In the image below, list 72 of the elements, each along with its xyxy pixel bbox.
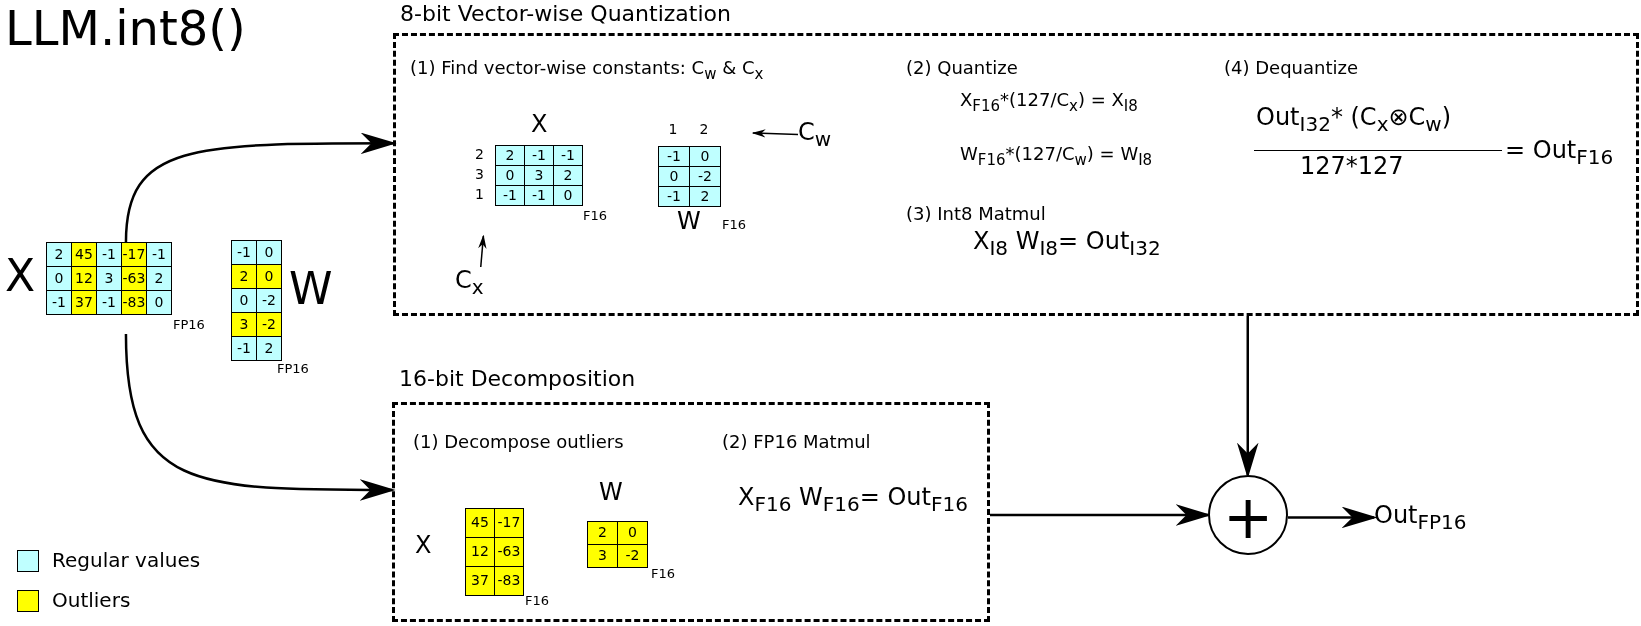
symbol-label: C$_{w}$ xyxy=(798,119,832,150)
step-heading: (1) Decompose outliers xyxy=(413,432,624,452)
matrix-value: 12 xyxy=(465,537,495,567)
matrix-value: -1 xyxy=(524,145,554,166)
type-label: FP16 xyxy=(173,318,205,333)
matrix-value: 0 xyxy=(617,521,648,545)
matrix-value: -1 xyxy=(231,240,257,265)
formula: X$_{I8}$ W$_{I8}$= Out$_{I32}$ xyxy=(973,228,1161,259)
matrix-value: -1 xyxy=(146,242,172,267)
formula: X$_{F16}$*(127/C$_{x}$) = X$_{I8}$ xyxy=(960,90,1138,115)
matrix-value: 2 xyxy=(46,242,72,267)
type-label: F16 xyxy=(525,594,550,609)
matrix-value: 3 xyxy=(231,312,257,337)
column-label: 2 xyxy=(699,122,709,138)
matrix-value: -1 xyxy=(231,336,257,361)
matrix-value: 0 xyxy=(689,146,721,167)
formula: W$_{F16}$*(127/C$_{w}$) = W$_{I8}$ xyxy=(960,144,1153,169)
matrix-value: 0 xyxy=(46,266,72,291)
matrix-value: 2 xyxy=(231,264,257,289)
matrix-name: W xyxy=(289,265,333,314)
row-label: 3 xyxy=(475,167,484,183)
matrix-value: 2 xyxy=(587,521,618,545)
symbol-label: C$_{x}$ xyxy=(455,267,484,298)
type-label: F16 xyxy=(583,209,608,224)
formula-numerator: Out$_{I32}$* (C$_{x}$⊗C$_{w}$) xyxy=(1256,104,1452,135)
column-label: 1 xyxy=(668,122,678,138)
matrix-value: -1 xyxy=(495,185,525,206)
matrix-value: 45 xyxy=(71,242,97,267)
arrow xyxy=(124,333,396,501)
type-label: F16 xyxy=(651,567,676,582)
matrix-value: -1 xyxy=(96,242,122,267)
legend-label: Regular values xyxy=(52,549,201,571)
legend-label: Outliers xyxy=(52,589,131,611)
symbol-label: Out$_{FP16}$ xyxy=(1374,502,1467,533)
row-label: 2 xyxy=(475,147,484,163)
matrix-value: 0 xyxy=(231,288,257,313)
matrix-value: -1 xyxy=(46,290,72,315)
matrix-value: 3 xyxy=(587,544,618,568)
arrow xyxy=(751,129,799,138)
step-heading: (2) FP16 Matmul xyxy=(722,432,871,452)
matrix-value: -1 xyxy=(658,186,690,207)
formula: X$_{F16}$ W$_{F16}$= Out$_{F16}$ xyxy=(738,484,968,515)
matrix-name: X xyxy=(5,252,36,301)
step-heading: (3) Int8 Matmul xyxy=(906,204,1046,224)
plus-sign: + xyxy=(1223,487,1274,547)
matrix-value: 2 xyxy=(495,145,525,166)
matrix-value: 37 xyxy=(465,566,495,596)
matrix-value: -17 xyxy=(121,242,147,267)
matrix-value: 0 xyxy=(658,166,690,187)
arrow xyxy=(1288,506,1378,529)
matrix-value: -1 xyxy=(553,145,583,166)
step-heading: (4) Dequantize xyxy=(1224,58,1358,78)
row-label: 1 xyxy=(475,187,484,203)
step-heading: (1) Find vector-wise constants: C$_{w}$ & C$_{x}$ xyxy=(410,58,764,83)
matrix-value: 0 xyxy=(495,165,525,186)
matrix-value: 45 xyxy=(465,508,495,538)
matrix-name: X xyxy=(415,532,432,559)
formula: = Out$_{F16}$ xyxy=(1505,137,1614,168)
type-label: FP16 xyxy=(277,362,309,377)
formula-denominator: 127*127 xyxy=(1300,153,1404,180)
step-heading: (2) Quantize xyxy=(906,58,1018,78)
matrix-value: -1 xyxy=(658,146,690,167)
matrix-name: X xyxy=(531,111,548,138)
matrix-value: -17 xyxy=(494,508,524,538)
matrix-name: W xyxy=(599,479,623,506)
matrix-value: 0 xyxy=(256,240,282,265)
section-title: 16-bit Decomposition xyxy=(399,367,636,392)
matrix-name: W xyxy=(677,208,701,235)
arrow xyxy=(478,234,487,268)
type-label: F16 xyxy=(722,218,747,233)
title: LLM.int8() xyxy=(5,2,246,55)
section-title: 8-bit Vector-wise Quantization xyxy=(400,2,731,27)
